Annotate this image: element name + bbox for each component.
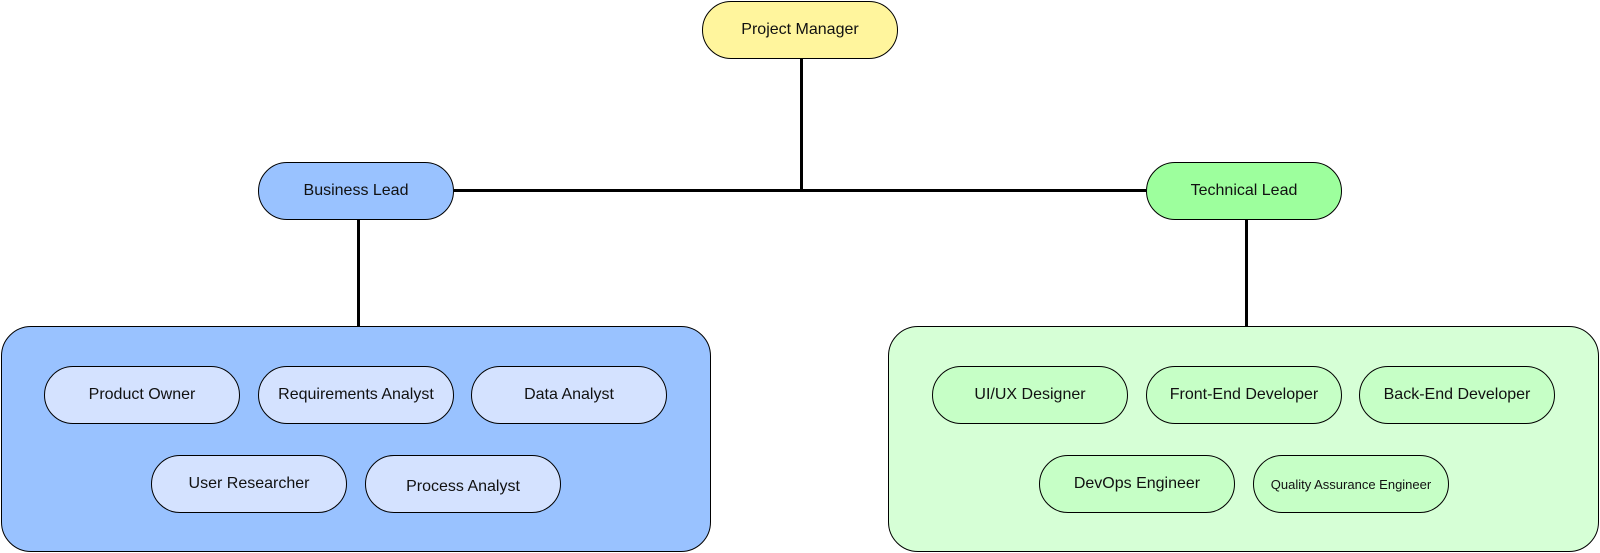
business-lead-node[interactable]: Business Lead — [258, 162, 454, 220]
connector-business-vertical — [357, 216, 360, 326]
technical-member-quality-assurance-engineer[interactable]: Quality Assurance Engineer — [1253, 455, 1449, 513]
technical-member-front-end-developer[interactable]: Front-End Developer — [1146, 366, 1342, 424]
business-member-data-analyst[interactable]: Data Analyst — [471, 366, 667, 424]
technical-lead-node[interactable]: Technical Lead — [1146, 162, 1342, 220]
business-member-product-owner[interactable]: Product Owner — [44, 366, 240, 424]
technical-member-ui-ux-designer[interactable]: UI/UX Designer — [932, 366, 1128, 424]
business-member-requirements-analyst[interactable]: Requirements Analyst — [258, 366, 454, 424]
project-manager-node[interactable]: Project Manager — [702, 1, 898, 59]
business-member-user-researcher[interactable]: User Researcher — [151, 455, 347, 513]
technical-member-back-end-developer[interactable]: Back-End Developer — [1359, 366, 1555, 424]
business-team-group — [1, 326, 711, 552]
connector-manager-vertical — [800, 58, 803, 191]
technical-team-group — [888, 326, 1599, 552]
connector-leads-horizontal — [454, 189, 1146, 192]
business-member-process-analyst[interactable]: Process Analyst — [365, 455, 561, 513]
technical-member-devops-engineer[interactable]: DevOps Engineer — [1039, 455, 1235, 513]
connector-technical-vertical — [1245, 216, 1248, 326]
